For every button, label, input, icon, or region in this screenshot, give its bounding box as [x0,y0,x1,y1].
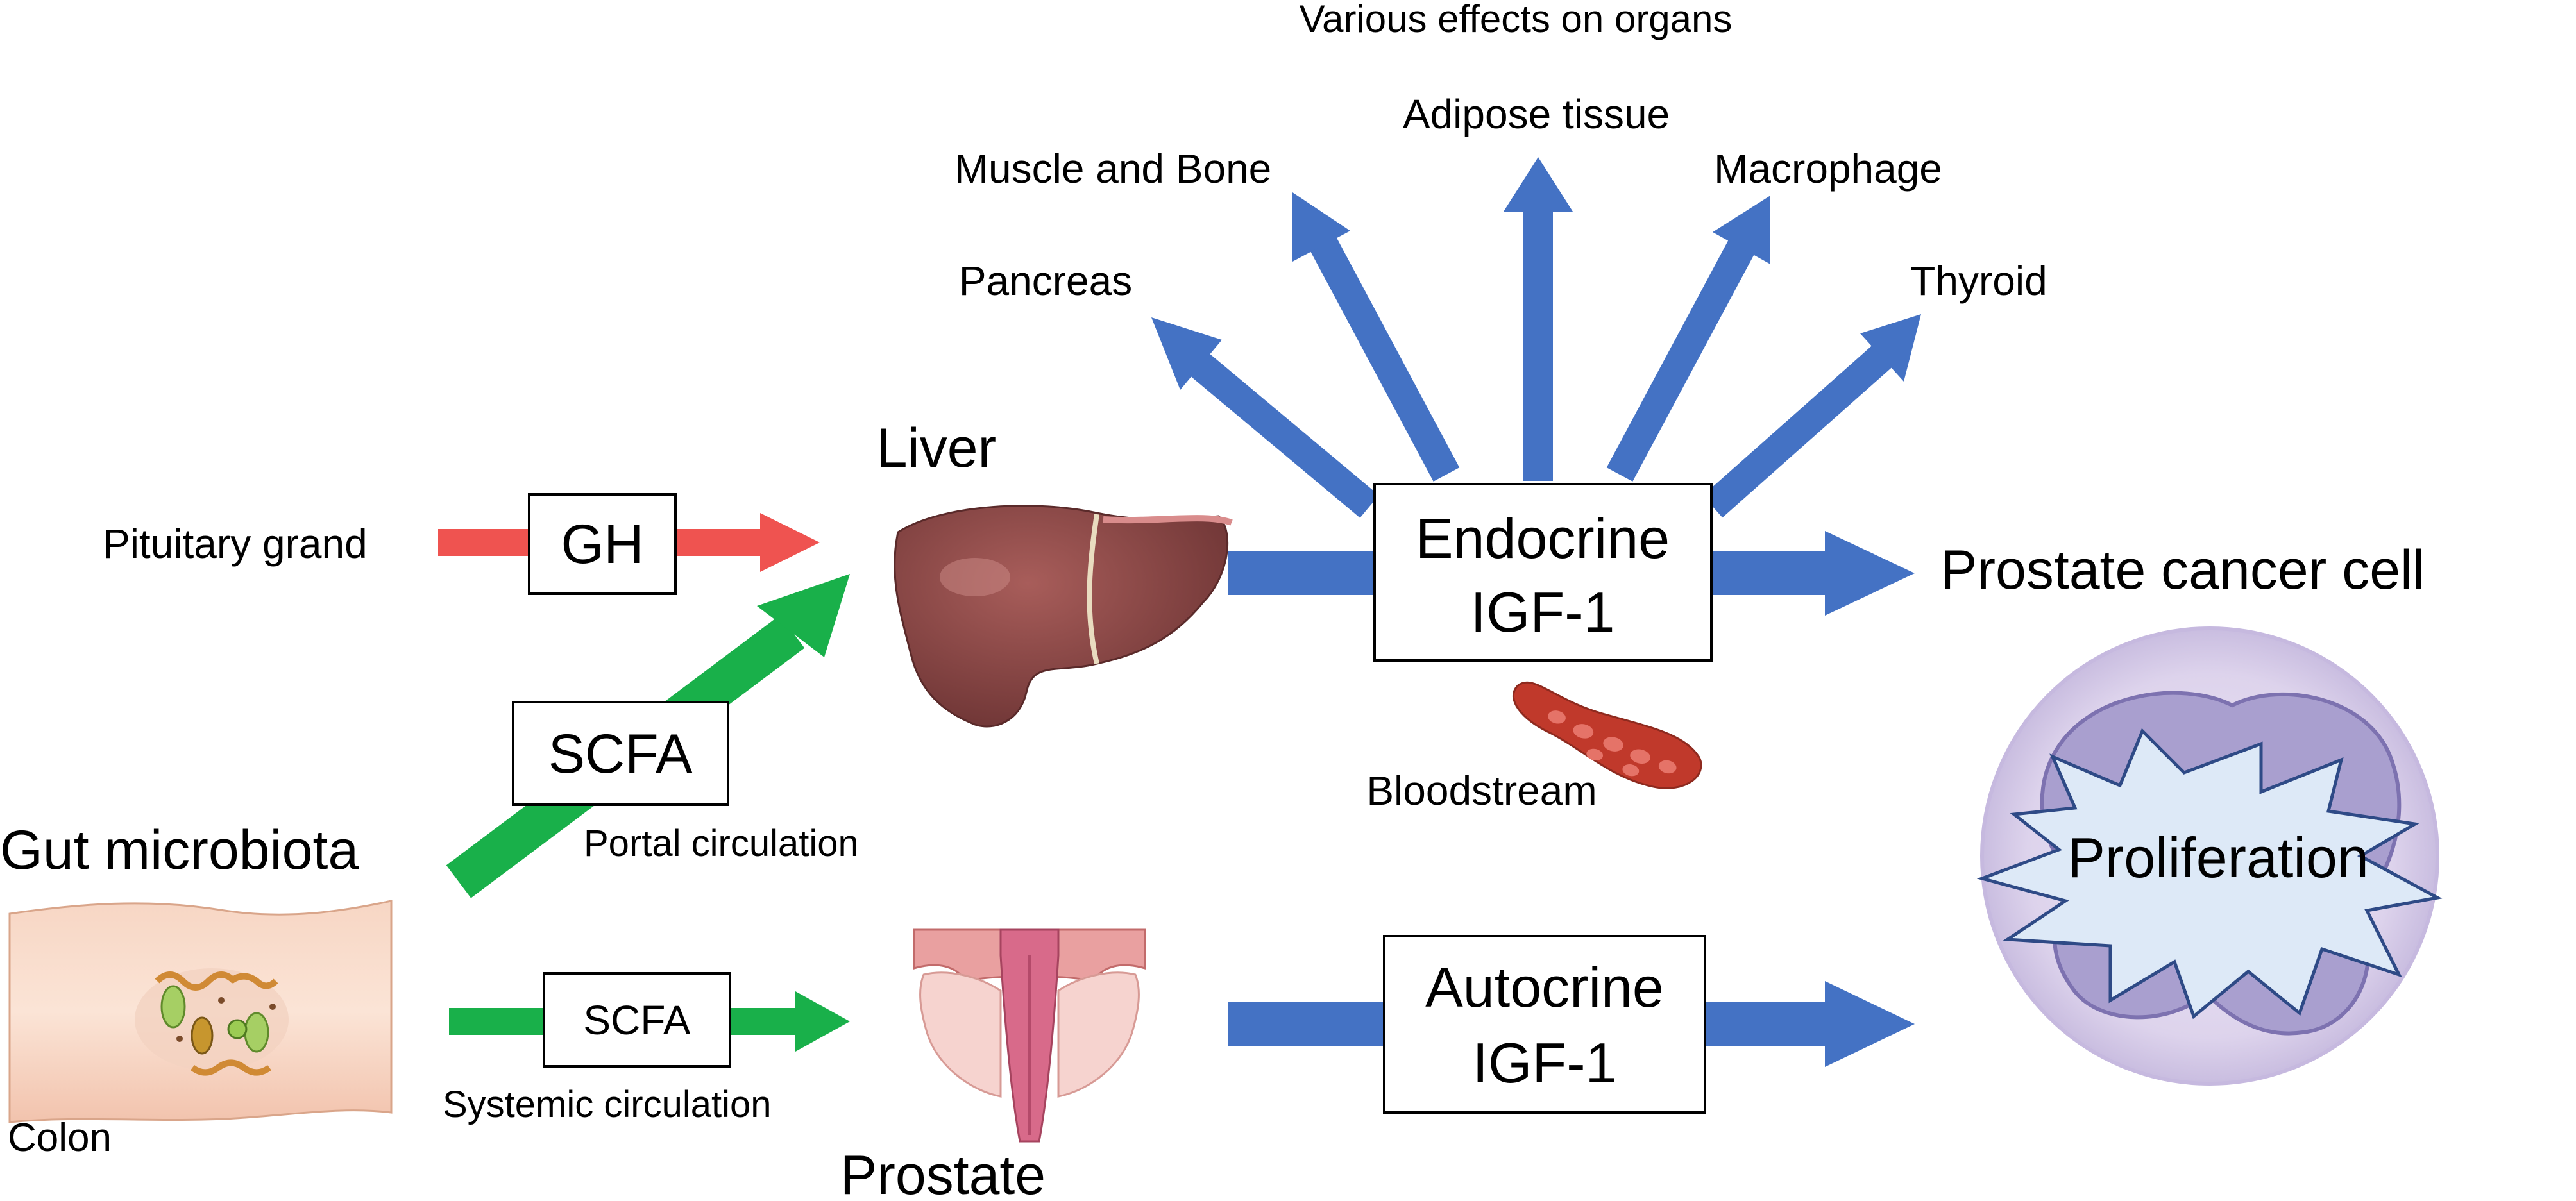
arrow-to-pancreas [1151,317,1379,518]
label-muscle-bone: Muscle and Bone [954,146,1272,192]
organ-arrows [1151,157,1921,518]
red-blood-cell-icon [1513,681,1702,789]
scfa-portal-box [512,701,729,806]
label-portal-circulation: Portal circulation [584,823,859,864]
colon-icon [8,900,393,1123]
label-scfa-portal: SCFA [548,723,693,785]
label-thyroid: Thyroid [1910,258,2047,304]
organs-title: Various effects on organs [1300,0,1733,40]
label-autocrine: Autocrine [1425,955,1664,1019]
label-endocrine-igf1: IGF-1 [1471,580,1615,644]
arrow-to-macrophage [1606,196,1770,482]
autocrine-igf1-box [1383,935,1706,1114]
gh-box [528,493,677,595]
label-macrophage: Macrophage [1714,146,1942,192]
label-adipose: Adipose tissue [1403,91,1670,137]
endocrine-igf1-box [1373,483,1713,662]
arrow-to-thyroid [1702,314,1921,518]
label-proliferation: Proliferation [2067,826,2369,889]
label-gh: GH [561,514,644,575]
arrow-to-muscle-bone [1292,192,1460,482]
prostate-icon [913,928,1146,1143]
label-pituitary: Pituitary grand [103,521,368,567]
label-liver: Liver [877,417,996,479]
label-endocrine: Endocrine [1416,507,1670,570]
label-pancreas: Pancreas [959,258,1132,304]
label-autocrine-igf1: IGF-1 [1473,1031,1617,1095]
systemic-scfa-arrow [449,991,850,1052]
label-gut-microbiota: Gut microbiota [0,819,359,881]
label-colon: Colon [8,1116,112,1160]
label-scfa-systemic: SCFA [583,997,690,1043]
gh-arrow [438,513,820,572]
microbiota-cluster [135,968,289,1076]
liver-icon [894,505,1233,728]
label-bloodstream: Bloodstream [1366,768,1597,814]
endocrine-flow-arrow [1228,531,1915,616]
label-systemic-circulation: Systemic circulation [443,1084,771,1125]
label-prostate: Prostate [840,1145,1046,1201]
autocrine-flow-arrow [1228,981,1915,1067]
arrow-to-adipose [1504,157,1573,481]
scfa-systemic-box [543,972,731,1068]
burst-icon [1976,728,2443,1020]
label-prostate-cancer-cell: Prostate cancer cell [1940,539,2425,601]
